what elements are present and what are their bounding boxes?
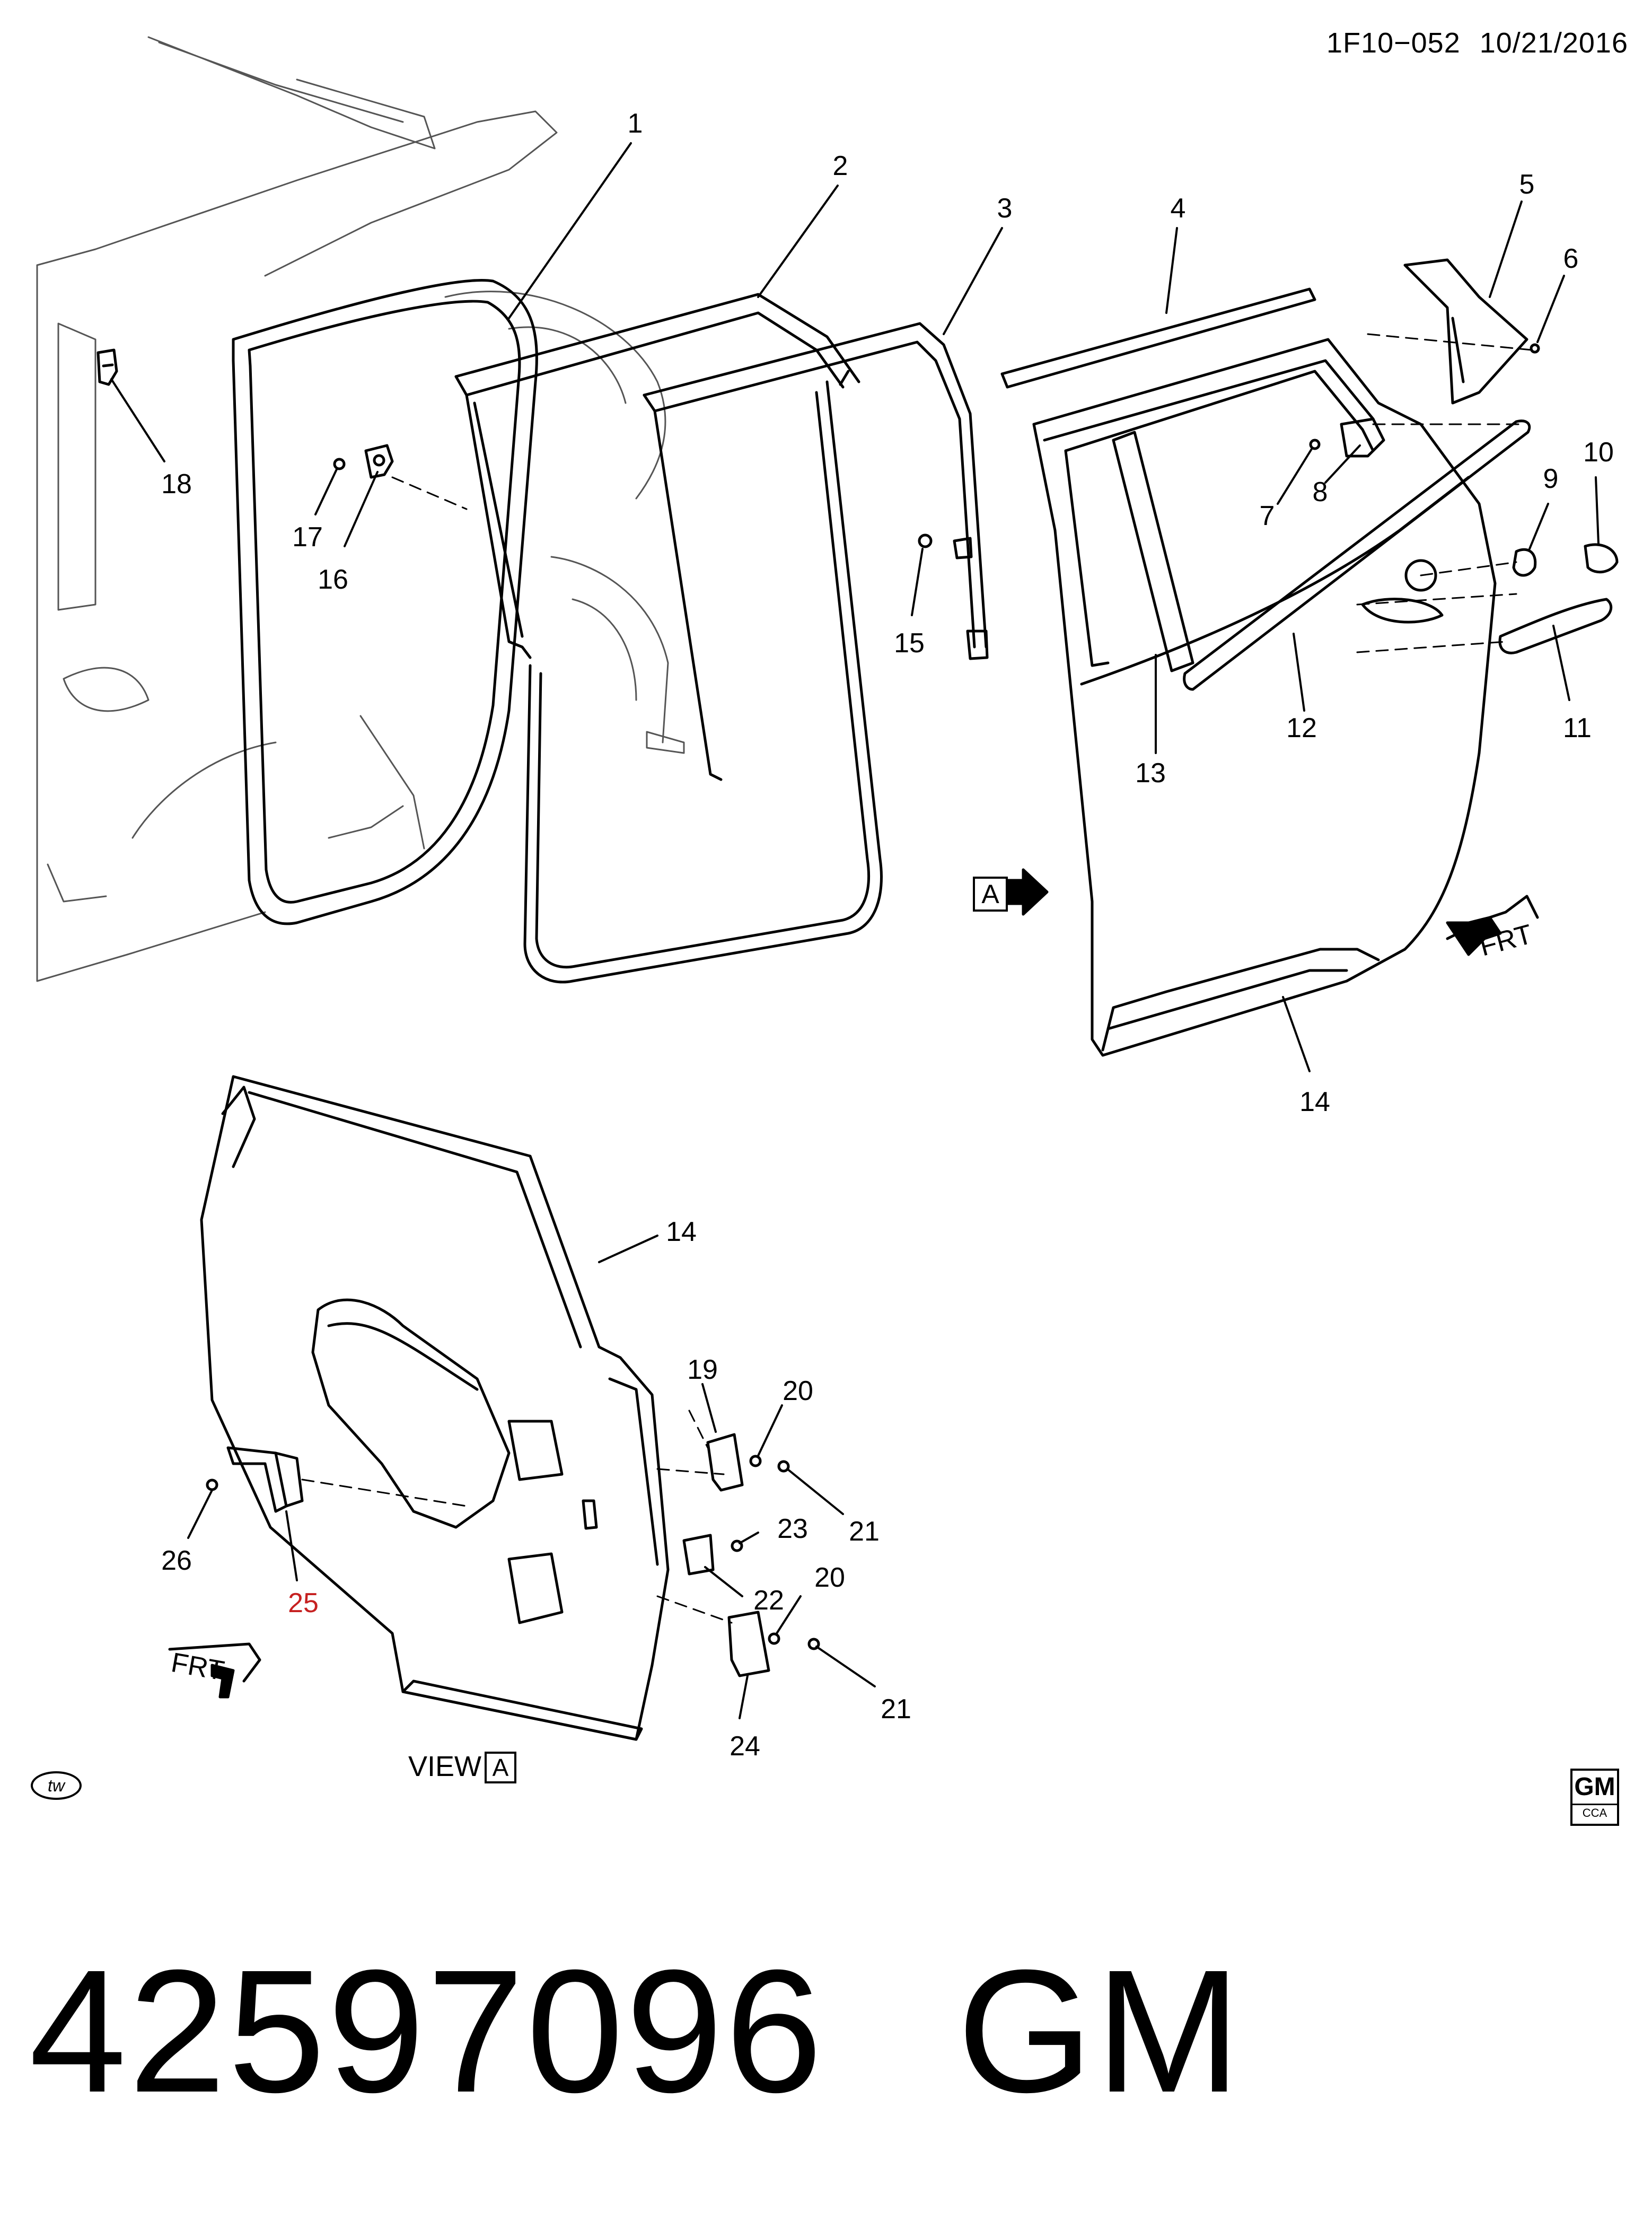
callout-19: 19: [687, 1354, 718, 1385]
leader-lines: [110, 142, 1600, 1719]
part-20b-bolt: [768, 1632, 780, 1645]
callout-21-upper: 21: [849, 1516, 880, 1547]
callout-9: 9: [1543, 463, 1559, 494]
part-9-handle-gasket: [1512, 548, 1537, 577]
view-label-text: VIEW: [408, 1751, 482, 1782]
footer-brand: GM: [957, 1933, 1243, 2129]
callout-17: 17: [292, 522, 323, 553]
part-17-bolt: [333, 458, 346, 470]
part-number-footer: 42597096 GM: [29, 1930, 1243, 2132]
part-7-screw: [1309, 439, 1321, 450]
reference-dashes: [301, 333, 1533, 1624]
part-16-striker: [364, 444, 394, 479]
callout-26: 26: [161, 1545, 192, 1576]
part-14-door-outer: [1032, 338, 1497, 1057]
callout-4: 4: [1171, 193, 1186, 224]
part-26-bolt: [206, 1479, 218, 1491]
part-15-clip: [918, 533, 933, 548]
drawing-date: 10/21/2016: [1479, 27, 1628, 59]
part-number: 42597096: [29, 1933, 825, 2129]
part-22-striker: [682, 1534, 715, 1576]
frt-arrow-top: [1446, 895, 1539, 956]
callout-11: 11: [1563, 713, 1592, 743]
gm-logo: GM CCA: [1570, 1769, 1619, 1826]
callout-23: 23: [777, 1514, 808, 1544]
part-21-bolt: [777, 1460, 790, 1473]
callout-10: 10: [1583, 437, 1614, 468]
callout-20-upper: 20: [783, 1376, 813, 1406]
part-12-belt-moulding: [1183, 419, 1531, 691]
callout-6: 6: [1563, 243, 1579, 274]
callout-21-lower: 21: [881, 1694, 911, 1725]
callout-22: 22: [753, 1585, 784, 1616]
callout-13: 13: [1135, 758, 1166, 789]
part-19-hinge: [706, 1433, 744, 1492]
view-a-box: A: [973, 877, 1008, 912]
callout-2: 2: [833, 151, 848, 181]
part-24-hinge: [727, 1611, 770, 1677]
gm-logo-brand: GM: [1574, 1773, 1615, 1801]
part-11-outside-handle: [1498, 598, 1613, 654]
part-21b-bolt: [807, 1638, 820, 1650]
part-2-door-frame-weatherstrip: [454, 293, 860, 659]
part-3-door-weatherstrip: [523, 322, 989, 984]
part-20-bolt: [749, 1455, 762, 1467]
callout-20-lower: 20: [814, 1562, 845, 1593]
callout-18: 18: [161, 469, 192, 500]
part-6-fastener: [1530, 343, 1540, 354]
part-23-bolt: [731, 1539, 743, 1552]
part-25-check-link: [226, 1446, 304, 1513]
part-5-applique: [1403, 258, 1528, 405]
view-label-ref: A: [485, 1752, 517, 1783]
view-a-arrow: [1006, 868, 1049, 916]
drawing-code: 1F10−052: [1326, 27, 1461, 59]
part-10-handle-cap: [1584, 543, 1619, 574]
callout-1: 1: [628, 108, 643, 139]
callout-14-bottom: 14: [666, 1217, 697, 1247]
callout-25: 25: [288, 1588, 319, 1619]
part-4-upper-moulding: [1000, 287, 1316, 389]
parts-diagram: 1 2 3 4 5 6 7 8 9 10 11 12 13 14 14 15 1…: [36, 36, 1619, 1762]
callout-12: 12: [1286, 713, 1317, 743]
callout-16: 16: [318, 564, 348, 595]
gm-logo-sub: CCA: [1572, 1804, 1617, 1821]
drawing-header: 1F10−052 10/21/2016: [1307, 27, 1628, 59]
callout-14-top: 14: [1299, 1087, 1330, 1117]
part-13-pillar-applique: [1112, 431, 1194, 672]
callout-24: 24: [730, 1731, 760, 1762]
part-18-clip: [96, 348, 118, 386]
frt-arrow-bottom: [168, 1642, 261, 1699]
callout-labels: 1 2 3 4 5 6 7 8 9 10 11 12 13 14 14 15 1…: [161, 108, 1614, 1762]
part-1-weatherstrip: [232, 279, 538, 925]
tw-badge: tw: [31, 1771, 82, 1800]
part-8-bracket: [1340, 417, 1385, 458]
part-14-door-inner: [200, 1075, 670, 1741]
frt-label-bottom: FRT: [169, 1647, 227, 1687]
callout-5: 5: [1519, 169, 1535, 200]
callout-15: 15: [894, 628, 925, 659]
callout-3: 3: [997, 193, 1013, 224]
callout-7: 7: [1260, 501, 1275, 531]
callout-8: 8: [1313, 477, 1328, 508]
